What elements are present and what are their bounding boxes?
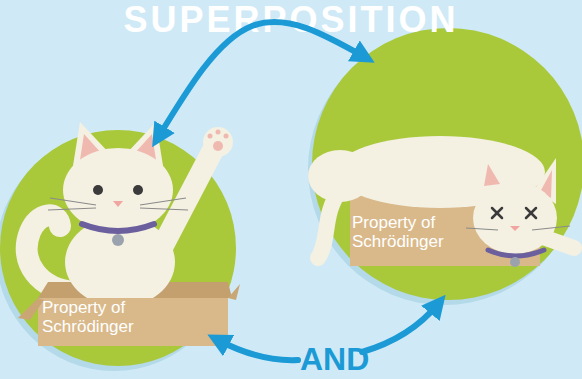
alive-cat-part bbox=[38, 298, 228, 346]
circle-fill bbox=[0, 130, 236, 366]
box-label: Property of Schrödinger bbox=[42, 298, 172, 336]
alive-cat-part bbox=[224, 134, 229, 139]
alive-cat-part-part bbox=[140, 208, 188, 210]
alive-cat-part bbox=[228, 284, 240, 300]
dead-cat-part-part bbox=[466, 228, 498, 230]
dead-cat-part-part bbox=[526, 208, 536, 218]
dead-cat-part bbox=[484, 164, 500, 186]
dead-cat-part bbox=[492, 208, 536, 218]
and-arrows-part bbox=[362, 304, 438, 352]
alive-cat-part bbox=[203, 127, 233, 157]
alive-cat-part-part bbox=[48, 208, 96, 210]
dead-cat-part-part bbox=[492, 208, 502, 218]
dead-cat-part bbox=[510, 226, 520, 231]
diagram-title: SUPERPOSITION bbox=[0, 0, 582, 40]
alive-cat-part bbox=[93, 185, 103, 195]
alive-cat-part bbox=[216, 130, 221, 135]
dead-cat-part-part bbox=[492, 208, 502, 218]
alive-cat-part-part bbox=[140, 198, 186, 205]
alive-cat-part bbox=[82, 224, 154, 231]
alive-cat-part bbox=[213, 141, 223, 151]
alive-cat-part bbox=[112, 234, 124, 246]
box-label: Property of Schrödinger bbox=[352, 213, 482, 251]
alive-cat-part bbox=[133, 185, 143, 195]
dead-cat-part bbox=[510, 257, 520, 267]
alive-cat-part bbox=[63, 148, 173, 232]
dead-cat-part bbox=[473, 182, 557, 254]
alive-cat-part bbox=[113, 201, 123, 207]
label-text: AND bbox=[300, 342, 369, 376]
and-arrows-part bbox=[218, 340, 298, 360]
dead-cat-part bbox=[466, 226, 570, 230]
circle-fill bbox=[312, 28, 582, 300]
dead-cat-part-part bbox=[526, 208, 536, 218]
alive-cat-part bbox=[208, 134, 213, 139]
alive-cat-part bbox=[48, 198, 188, 210]
dead-cat-part bbox=[488, 250, 544, 256]
